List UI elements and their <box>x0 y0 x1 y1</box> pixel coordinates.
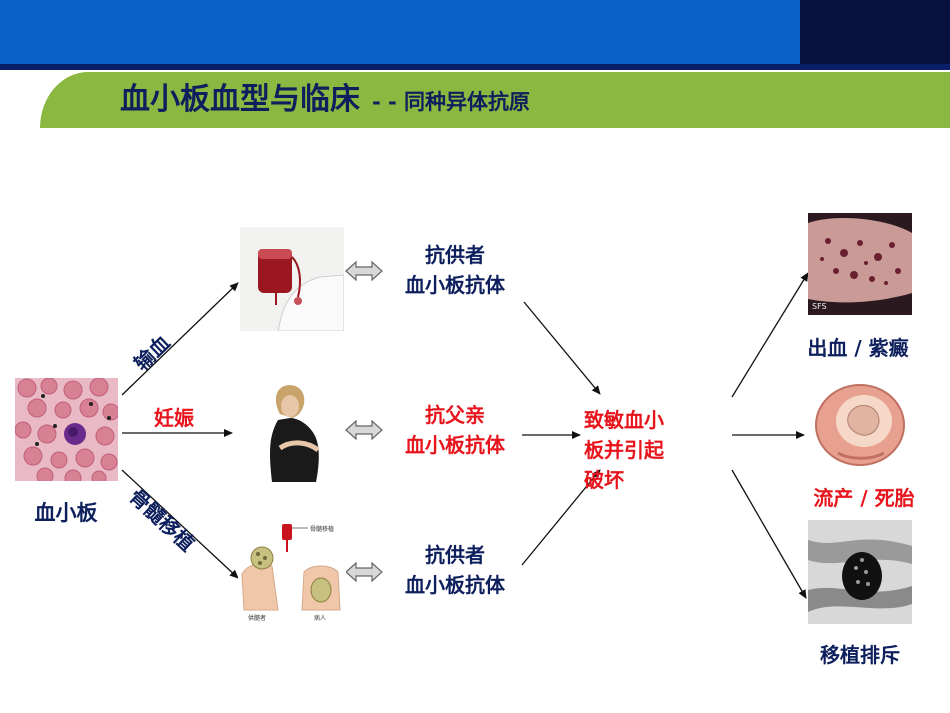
arrow-to-rejection <box>731 469 807 599</box>
double-arrow-icon <box>345 260 383 282</box>
title-bar <box>40 72 950 128</box>
antibody-middle-line1: 抗父亲 <box>425 403 485 427</box>
arrow-transplant <box>121 469 239 579</box>
miscarriage-image <box>808 373 912 475</box>
transplant-donor-text: 供髓者 <box>248 614 266 622</box>
header-dark-block <box>800 0 950 64</box>
antibody-bottom-line1: 抗供者 <box>425 543 485 567</box>
arrow-to-bleeding <box>731 272 809 398</box>
antibody-middle: 抗父亲 血小板抗体 <box>380 400 530 460</box>
purpura-skin-image: SFS <box>808 213 912 315</box>
transplant-tag-text: 骨髓移植 <box>310 525 334 533</box>
antibody-top-line1: 抗供者 <box>425 243 485 267</box>
rejection-image <box>808 520 912 624</box>
outcome-rejection: 移植排斥 <box>820 643 900 667</box>
center-line2: 板并引起 <box>584 438 664 462</box>
page-title: 血小板血型与临床 - - 同种异体抗原 <box>120 80 530 120</box>
antibody-top-line2: 血小板抗体 <box>405 273 505 297</box>
outcome-bleeding: 出血 / 紫癜 <box>807 336 909 360</box>
header-bar <box>0 0 950 64</box>
center-line1: 致敏血小 <box>584 408 664 432</box>
antibody-bottom: 抗供者 血小板抗体 <box>380 540 530 600</box>
title-main: 血小板血型与临床 <box>120 82 360 117</box>
double-arrow-icon <box>345 419 383 441</box>
double-arrow-icon <box>345 561 383 583</box>
antibody-middle-line2: 血小板抗体 <box>405 433 505 457</box>
label-platelet: 血小板 <box>34 501 98 525</box>
arrow-bottom-to-center <box>521 469 601 566</box>
antibody-bottom-line2: 血小板抗体 <box>405 573 505 597</box>
transplant-image: 骨髓移植 供髓者 病人 <box>238 520 346 624</box>
skin-watermark: SFS <box>812 302 827 311</box>
arrow-transfusion <box>121 282 239 396</box>
platelet-smear-image <box>15 378 118 481</box>
antibody-top: 抗供者 血小板抗体 <box>380 240 530 300</box>
center-result: 致敏血小 板并引起 破坏 <box>584 405 664 495</box>
blood-bag-image <box>240 227 344 331</box>
pregnant-woman-image <box>240 378 344 482</box>
center-line3: 破坏 <box>584 468 624 492</box>
header-divider <box>0 64 950 70</box>
outcome-miscarriage: 流产 / 死胎 <box>813 486 915 510</box>
arrow-top-to-center <box>523 301 601 395</box>
route-pregnancy: 妊娠 <box>154 406 194 430</box>
transplant-patient-text: 病人 <box>314 614 326 622</box>
title-subtitle: - - 同种异体抗原 <box>372 90 531 114</box>
